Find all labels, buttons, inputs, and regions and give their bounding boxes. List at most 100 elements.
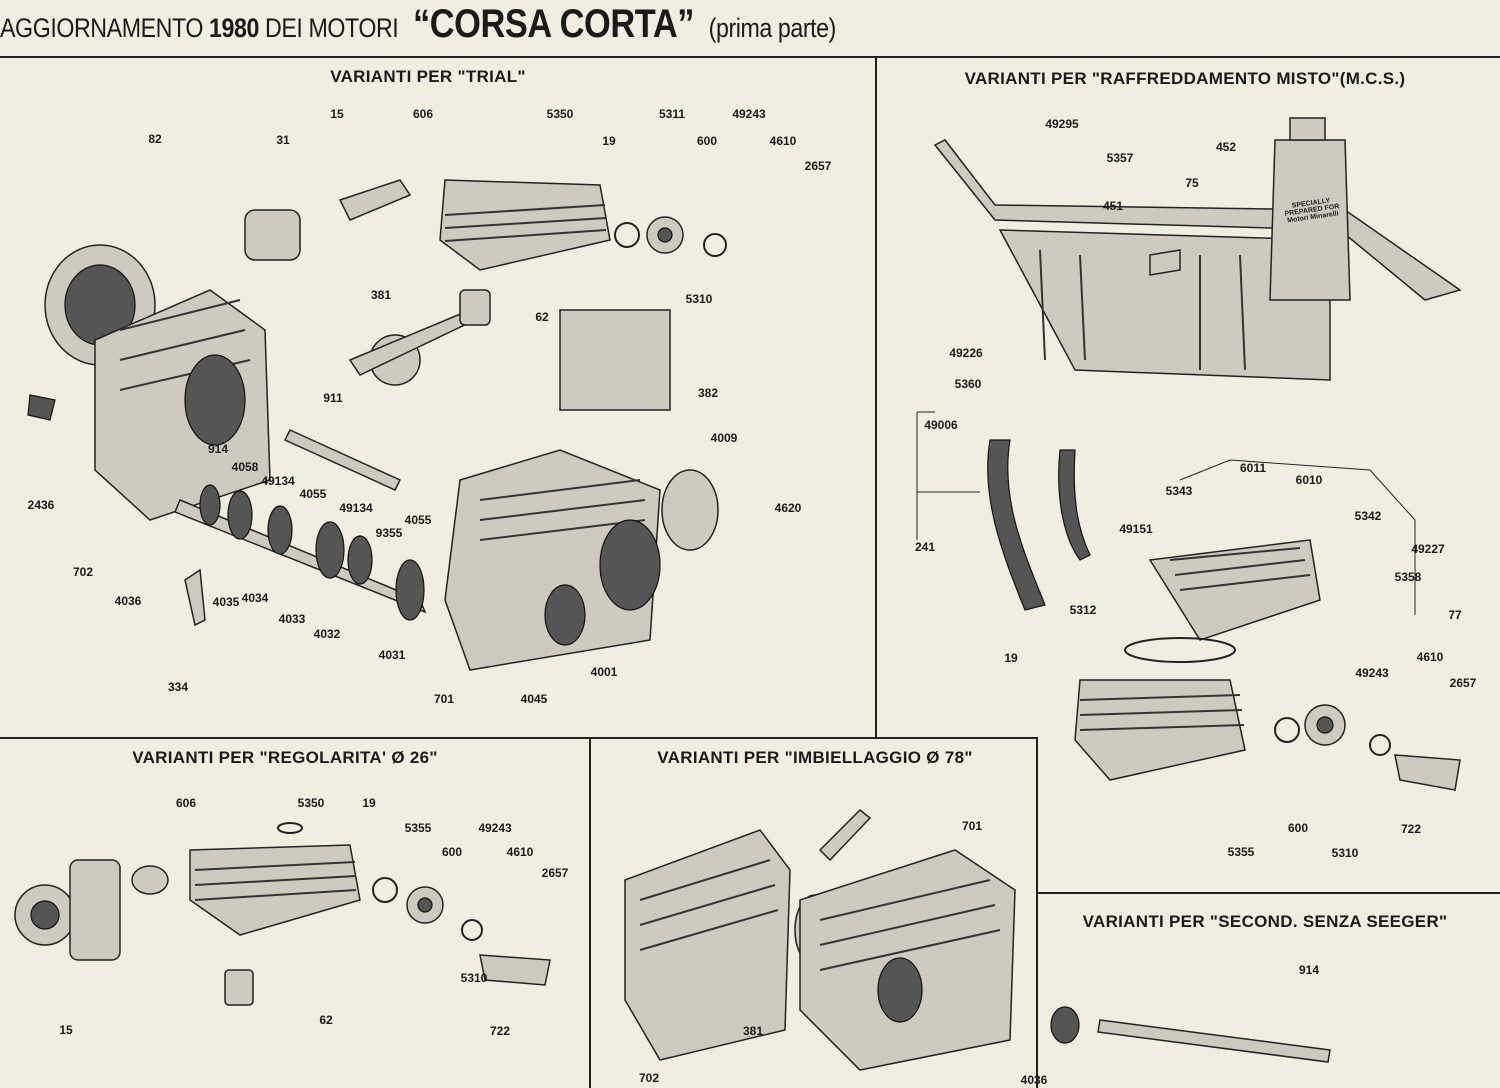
part-number-label: 334 bbox=[167, 680, 189, 694]
part-number-label: 5310 bbox=[685, 292, 713, 306]
part-number-label: 2436 bbox=[27, 498, 55, 512]
part-number-label: 381 bbox=[370, 288, 392, 302]
part-number-label: 702 bbox=[638, 1071, 660, 1085]
heading-regolarita: VARIANTI PER "REGOLARITA' Ø 26" bbox=[132, 748, 438, 767]
part-number-label: 5358 bbox=[1394, 570, 1422, 584]
part-number-label: 49134 bbox=[261, 474, 295, 488]
divider-vertical-bottom-1 bbox=[589, 737, 591, 1088]
part-number-label: 31 bbox=[276, 133, 290, 147]
part-number-label: 75 bbox=[1185, 176, 1199, 190]
part-number-label: 6011 bbox=[1239, 461, 1267, 475]
part-number-label: 5355 bbox=[1227, 845, 1255, 859]
part-number-label: 5350 bbox=[297, 796, 325, 810]
part-number-label: 49226 bbox=[949, 346, 983, 360]
part-number-label: 49227 bbox=[1411, 542, 1445, 556]
part-number-label: 600 bbox=[1287, 821, 1309, 835]
part-number-label: 15 bbox=[330, 107, 344, 121]
part-number-label: 4001 bbox=[590, 665, 618, 679]
part-number-label: 382 bbox=[697, 386, 719, 400]
part-number-label: 4034 bbox=[241, 591, 269, 605]
part-number-label: 5342 bbox=[1354, 509, 1382, 523]
part-number-label: 5350 bbox=[546, 107, 574, 121]
part-number-label: 911 bbox=[323, 391, 343, 405]
part-number-label: 19 bbox=[362, 796, 376, 810]
part-number-label: 4031 bbox=[378, 648, 406, 662]
part-number-label: 62 bbox=[535, 310, 549, 324]
mcs-parts bbox=[916, 117, 1462, 791]
part-number-label: 914 bbox=[1298, 963, 1320, 977]
part-number-label: 4035 bbox=[212, 595, 240, 609]
part-number-label: 701 bbox=[961, 819, 983, 833]
heading-seeger: VARIANTI PER "SECOND. SENZA SEEGER" bbox=[1082, 912, 1448, 931]
part-number-label: 82 bbox=[148, 132, 162, 146]
part-number-label: 4045 bbox=[520, 692, 548, 706]
heading-imbiellaggio: VARIANTI PER "IMBIELLAGGIO Ø 78" bbox=[657, 748, 973, 767]
part-number-label: 49295 bbox=[1045, 117, 1079, 131]
part-number-label: 241 bbox=[914, 540, 936, 554]
part-number-label: 49243 bbox=[1355, 666, 1389, 680]
part-number-label: 19 bbox=[602, 134, 616, 148]
part-number-label: 600 bbox=[441, 845, 463, 859]
part-number-label: 5311 bbox=[658, 107, 686, 121]
part-number-label: 49006 bbox=[924, 418, 958, 432]
divider-vertical-right bbox=[875, 57, 877, 737]
divider-seeger bbox=[1037, 892, 1500, 894]
part-number-label: 77 bbox=[1448, 608, 1462, 622]
part-number-label: 2657 bbox=[804, 159, 832, 173]
part-number-label: 49243 bbox=[732, 107, 766, 121]
part-number-label: 5343 bbox=[1165, 484, 1193, 498]
title-middle: DEI MOTORI bbox=[265, 13, 399, 43]
part-number-label: 15 bbox=[59, 1023, 73, 1037]
part-number-label: 722 bbox=[489, 1024, 511, 1038]
heading-mcs: VARIANTI PER "RAFFREDDAMENTO MISTO"(M.C.… bbox=[964, 69, 1406, 88]
part-number-label: 4620 bbox=[774, 501, 802, 515]
part-number-label: 5357 bbox=[1106, 151, 1134, 165]
imbiellaggio-parts bbox=[624, 808, 1016, 1071]
part-number-label: 4610 bbox=[1416, 650, 1444, 664]
part-number-label: 4036 bbox=[114, 594, 142, 608]
part-number-label: 49243 bbox=[478, 821, 512, 835]
part-number-label: 451 bbox=[1102, 199, 1124, 213]
part-number-label: 701 bbox=[433, 692, 455, 706]
part-number-label: 606 bbox=[412, 107, 434, 121]
divider-top bbox=[0, 56, 1500, 58]
title-year: 1980 bbox=[209, 13, 259, 43]
part-number-label: 6010 bbox=[1295, 473, 1323, 487]
part-number-label: 4610 bbox=[506, 845, 534, 859]
page-title: AGGIORNAMENTO 1980 DEI MOTORI “CORSA COR… bbox=[0, 2, 836, 47]
part-number-label: 4032 bbox=[313, 627, 341, 641]
part-number-label: 19 bbox=[1004, 651, 1018, 665]
part-number-label: 914 bbox=[207, 442, 229, 456]
part-number-label: 600 bbox=[696, 134, 718, 148]
part-number-label: 702 bbox=[72, 565, 94, 579]
part-number-label: 5310 bbox=[1331, 846, 1359, 860]
part-number-label: 5312 bbox=[1069, 603, 1097, 617]
part-number-label: 606 bbox=[175, 796, 197, 810]
divider-vertical-bottom-2 bbox=[1036, 737, 1038, 1088]
part-number-label: 49151 bbox=[1119, 522, 1153, 536]
part-number-label: 4036 bbox=[1020, 1073, 1048, 1087]
part-number-label: 2657 bbox=[1449, 676, 1477, 690]
divider-bottom-left bbox=[0, 737, 1037, 739]
title-name: “CORSA CORTA” bbox=[412, 2, 695, 46]
part-number-label: 49134 bbox=[339, 501, 373, 515]
part-number-label: 9355 bbox=[375, 526, 403, 540]
part-number-label: 4610 bbox=[769, 134, 797, 148]
part-number-label: 62 bbox=[319, 1013, 333, 1027]
part-number-label: 4055 bbox=[299, 487, 327, 501]
seeger-parts bbox=[1050, 1006, 1331, 1063]
part-number-label: 381 bbox=[742, 1024, 764, 1038]
part-number-label: 722 bbox=[1400, 822, 1422, 836]
part-number-label: 5355 bbox=[404, 821, 432, 835]
part-number-label: 4055 bbox=[404, 513, 432, 527]
part-number-label: 4058 bbox=[231, 460, 259, 474]
title-prefix: AGGIORNAMENTO bbox=[0, 13, 203, 43]
title-suffix: (prima parte) bbox=[708, 13, 837, 43]
part-number-label: 4009 bbox=[710, 431, 738, 445]
part-number-label: 2657 bbox=[541, 866, 569, 880]
trial-parts bbox=[27, 179, 727, 671]
part-number-label: 452 bbox=[1215, 140, 1237, 154]
heading-trial: VARIANTI PER "TRIAL" bbox=[330, 67, 526, 86]
part-number-label: 4033 bbox=[278, 612, 306, 626]
regolarita-parts bbox=[14, 822, 551, 1006]
